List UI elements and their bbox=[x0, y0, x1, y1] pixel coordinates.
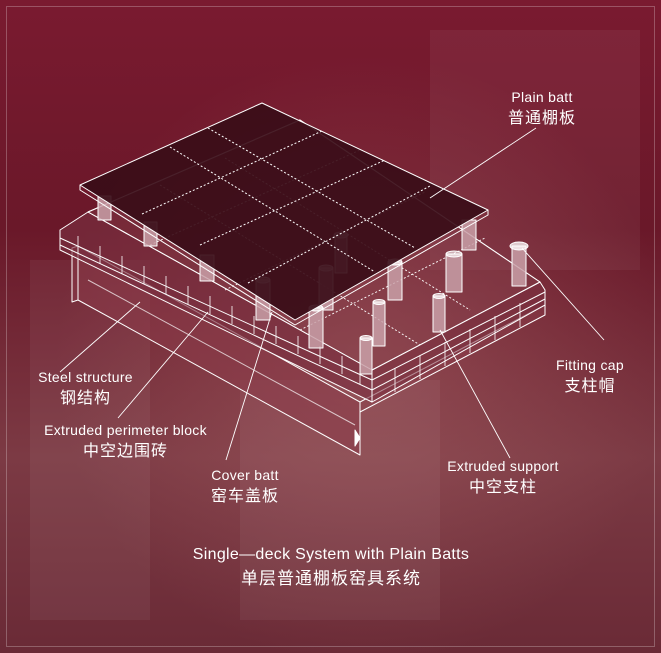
caption-zh: 单层普通棚板窑具系统 bbox=[241, 569, 421, 588]
label-plain-batt-en: Plain batt bbox=[511, 89, 573, 105]
label-extruded-perimeter-block-zh: 中空边围砖 bbox=[82, 443, 168, 460]
label-fitting-cap: Fitting cap 支柱帽 bbox=[545, 355, 635, 397]
label-steel-structure-en: Steel structure bbox=[38, 369, 133, 385]
label-cover-batt-zh: 窑车盖板 bbox=[210, 488, 279, 505]
label-steel-structure-zh: 钢结构 bbox=[59, 390, 111, 407]
label-extruded-support-en: Extruded support bbox=[447, 458, 559, 474]
label-plain-batt-zh: 普通棚板 bbox=[507, 110, 576, 127]
label-extruded-support-zh: 中空支柱 bbox=[468, 479, 537, 496]
caption-en: Single—deck System with Plain Batts bbox=[192, 546, 470, 563]
border-frame bbox=[6, 6, 655, 647]
label-extruded-perimeter-block-en: Extruded perimeter block bbox=[44, 422, 207, 438]
label-fitting-cap-zh: 支柱帽 bbox=[564, 378, 616, 395]
label-steel-structure: Steel structure 钢结构 bbox=[28, 367, 143, 409]
label-extruded-perimeter-block: Extruded perimeter block 中空边围砖 bbox=[28, 420, 223, 462]
label-cover-batt: Cover batt 窑车盖板 bbox=[200, 465, 290, 507]
label-plain-batt: Plain batt 普通棚板 bbox=[498, 87, 586, 129]
label-cover-batt-en: Cover batt bbox=[211, 467, 279, 483]
fitting-cap-post bbox=[511, 245, 527, 287]
leader-steel-structure bbox=[59, 301, 141, 373]
leader-cover-batt bbox=[225, 311, 273, 461]
label-extruded-support: Extruded support 中空支柱 bbox=[436, 456, 570, 498]
leader-perimeter-block bbox=[117, 311, 209, 419]
leader-plain-batt bbox=[429, 127, 537, 199]
leader-fitting-cap bbox=[521, 247, 605, 341]
leader-extruded-support bbox=[439, 329, 511, 459]
label-fitting-cap-en: Fitting cap bbox=[556, 357, 624, 373]
diagram-caption: Single—deck System with Plain Batts 单层普通… bbox=[160, 543, 502, 591]
